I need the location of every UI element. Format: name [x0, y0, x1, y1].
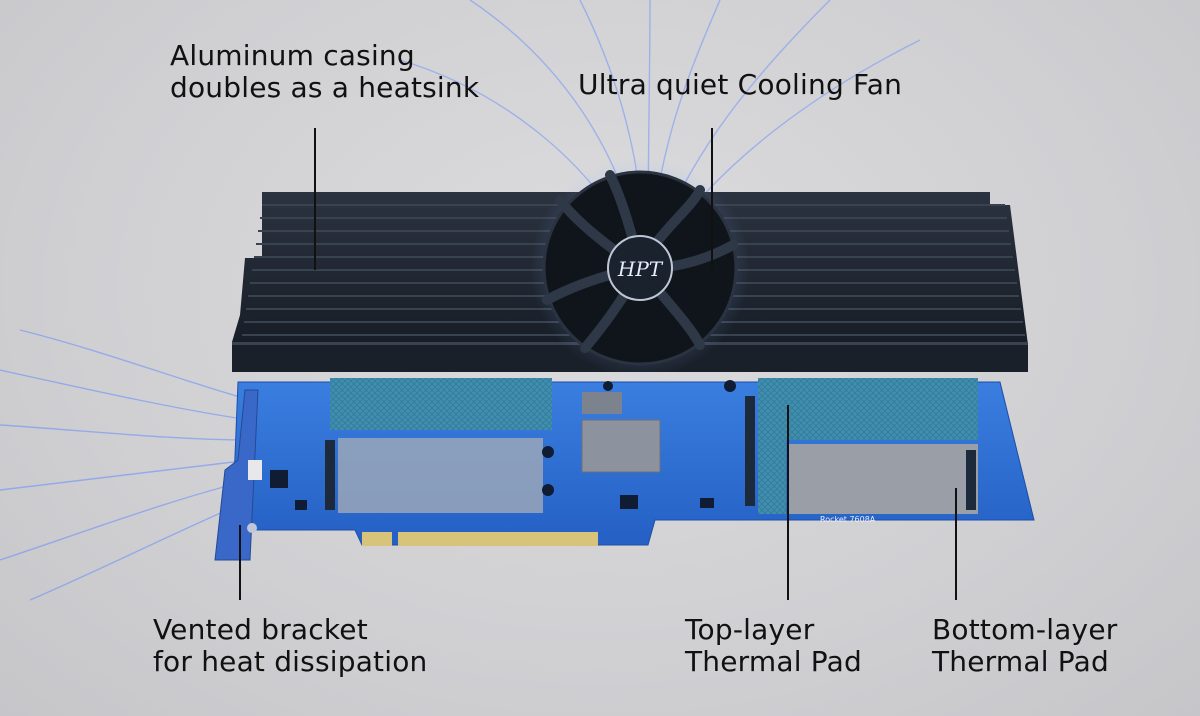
- cooling-fan: HPT: [530, 158, 750, 378]
- callout-casing: Aluminum casing doubles as a heatsink: [170, 39, 480, 104]
- board-model-text: Rocket 7608A: [820, 515, 876, 524]
- callout-bracket: Vented bracket for heat dissipation: [153, 613, 428, 678]
- callout-lines: [239, 128, 957, 600]
- top-thermal-pad-right: [758, 378, 978, 440]
- callout-top-pad: Top-layer Thermal Pad: [685, 613, 862, 678]
- bottom-thermal-pad-right: [788, 444, 978, 514]
- callout-bottom-pad: Bottom-layer Thermal Pad: [932, 613, 1118, 678]
- vented-bracket: [214, 389, 259, 561]
- controller-chip: [581, 419, 661, 473]
- top-thermal-pad-left: [330, 378, 552, 430]
- pcie-connector: [398, 532, 598, 546]
- fan-logo-text: HPT: [617, 257, 664, 281]
- bottom-thermal-pad-left: [338, 438, 543, 513]
- callout-fan: Ultra quiet Cooling Fan: [578, 68, 903, 101]
